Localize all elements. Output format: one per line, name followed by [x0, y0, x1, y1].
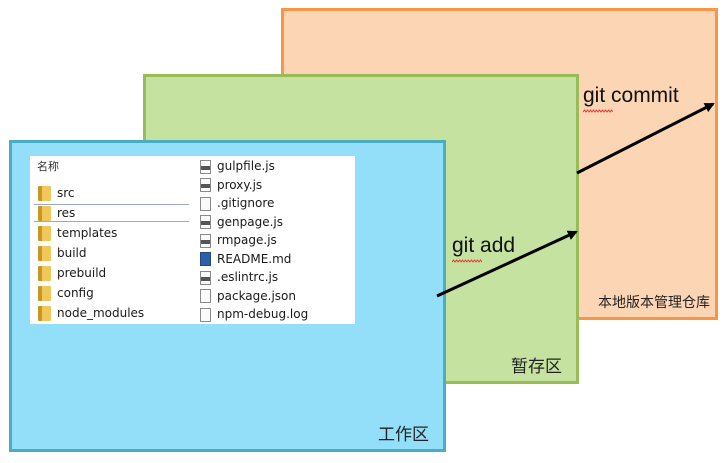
file-item[interactable]: .gitignore	[199, 194, 274, 212]
folder-item[interactable]: res	[38, 204, 75, 222]
folder-name: templates	[57, 226, 118, 240]
spellcheck-underline	[452, 259, 482, 263]
folder-name: res	[57, 206, 76, 220]
folder-icon	[38, 206, 51, 221]
folder-icon	[38, 186, 51, 201]
git-commit-arrow	[576, 102, 715, 175]
git-commit-text: git commit	[583, 84, 679, 107]
folder-name: build	[57, 246, 87, 260]
file-item[interactable]: genpage.js	[199, 213, 283, 231]
file-name: proxy.js	[217, 177, 263, 192]
script-file-icon	[200, 159, 211, 174]
folder-item[interactable]: config	[38, 284, 94, 302]
markdown-file-icon	[200, 252, 211, 266]
folder-icon	[38, 226, 51, 241]
repository-label: 本地版本管理仓库	[598, 295, 710, 311]
blank-file-icon	[200, 196, 211, 211]
file-item[interactable]: proxy.js	[199, 176, 262, 194]
name-column-header: 名称	[37, 160, 59, 173]
file-item[interactable]: .eslintrc.js	[199, 268, 278, 286]
blank-file-icon	[200, 307, 211, 322]
folder-icon	[38, 286, 51, 301]
git-commit-label: git commit	[583, 84, 679, 113]
file-item[interactable]: README.md	[199, 250, 291, 268]
file-name: gulpfile.js	[217, 159, 275, 173]
file-name: README.md	[217, 251, 292, 266]
folder-icon	[38, 246, 51, 261]
file-name: rmpage.js	[217, 233, 277, 247]
folder-item[interactable]: templates	[38, 224, 117, 242]
git-add-label: git add	[452, 234, 516, 263]
folder-item[interactable]: prebuild	[38, 264, 106, 282]
working-label: 工作区	[378, 425, 429, 445]
folder-name: node_modules	[57, 306, 145, 320]
file-name: .gitignore	[217, 196, 275, 210]
script-file-icon	[200, 178, 211, 192]
file-name: npm-debug.log	[217, 307, 309, 321]
script-file-icon	[200, 233, 211, 248]
file-name: genpage.js	[217, 214, 283, 229]
git-add-text: git add	[452, 234, 516, 257]
folder-name: src	[57, 186, 75, 200]
git-add-arrow	[436, 230, 578, 298]
folder-item[interactable]: src	[38, 184, 75, 202]
file-item[interactable]: rmpage.js	[199, 231, 277, 249]
folder-name: prebuild	[57, 266, 107, 280]
script-file-icon	[200, 215, 211, 229]
folder-name: config	[57, 286, 94, 300]
script-file-icon	[200, 270, 211, 285]
staging-label: 暂存区	[511, 357, 562, 377]
folder-icon	[38, 266, 51, 281]
file-explorer-screenshot: 名称 src res templates build prebuild config nod…	[30, 156, 355, 324]
file-item[interactable]: npm-debug.log	[199, 305, 308, 323]
spellcheck-underline	[583, 109, 613, 113]
selected-row-highlight	[34, 204, 189, 222]
file-item[interactable]: package.json	[199, 287, 296, 305]
file-name: package.json	[217, 288, 297, 303]
file-item[interactable]: gulpfile.js	[199, 157, 275, 175]
blank-file-icon	[200, 289, 211, 303]
folder-item[interactable]: build	[38, 244, 87, 262]
file-name: .eslintrc.js	[217, 270, 279, 284]
folder-icon	[38, 306, 51, 321]
folder-item[interactable]: node_modules	[38, 304, 144, 322]
